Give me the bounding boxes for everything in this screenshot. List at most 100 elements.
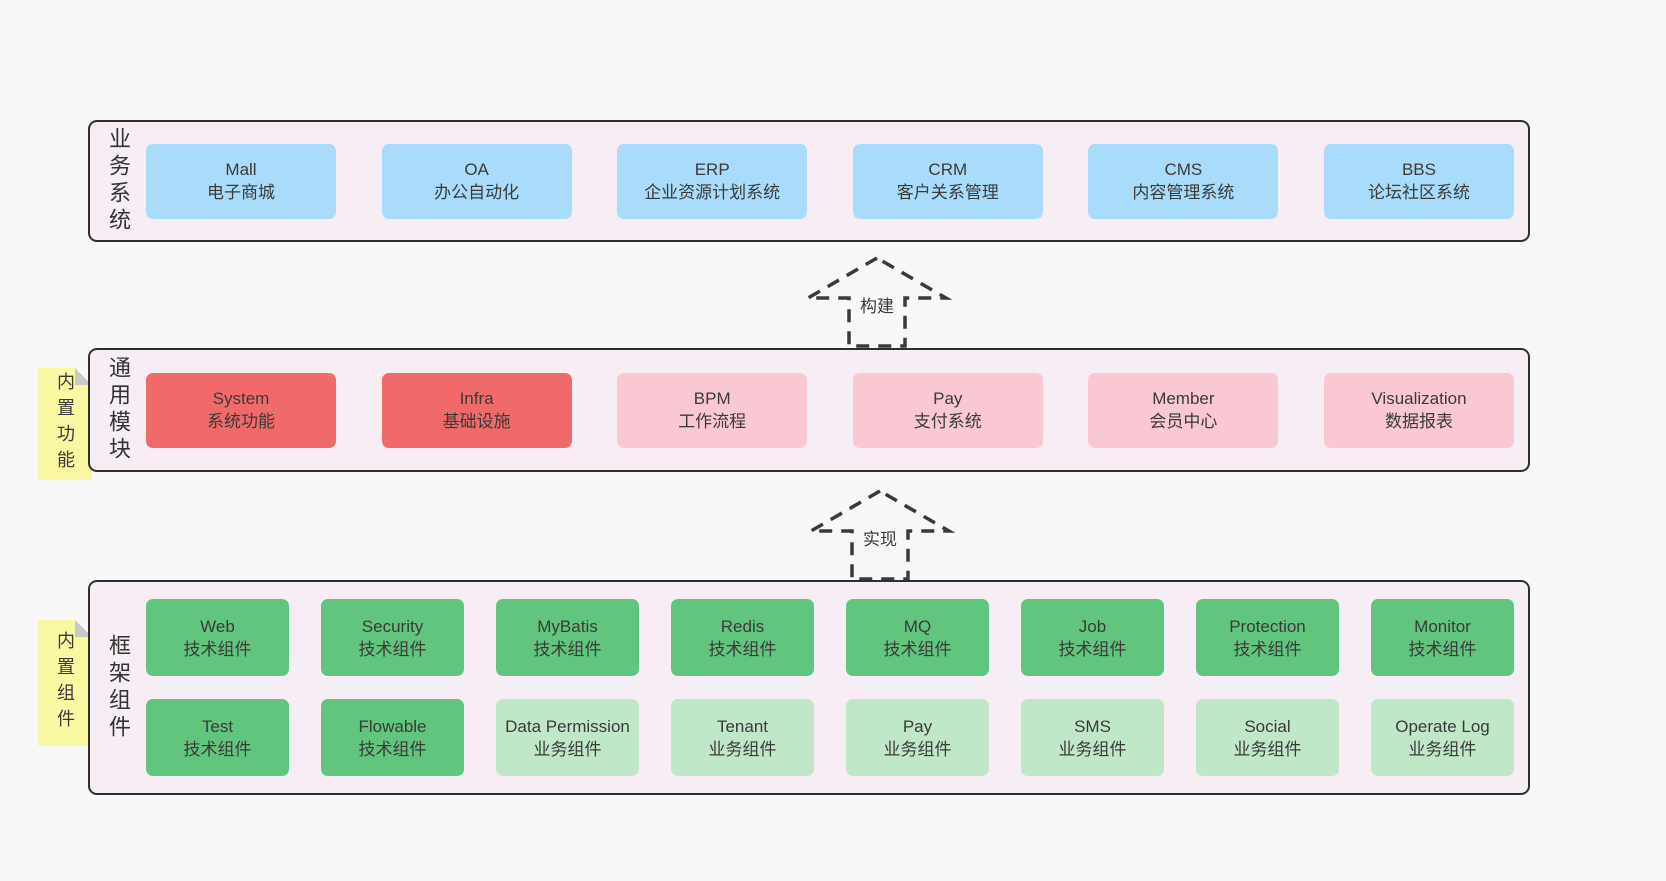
module-box-title: Flowable [358,716,427,736]
module-box-redis: Redis 技术组件 [671,599,814,676]
module-box-subtitle: 业务组件 [708,739,777,759]
module-box-subtitle: 技术组件 [1233,639,1302,659]
module-box-flowable: Flowable 技术组件 [321,699,464,776]
layer-box-rows: System 系统功能 Infra 基础设施 BPM 工作流程 Pay 支付系统 Member 会… [146,350,1528,470]
module-box-title: Pay [902,716,933,736]
module-box-title: Monitor [1414,616,1471,636]
module-box-subtitle: 论坛社区系统 [1367,183,1470,202]
module-box-member: Member 会员中心 [1088,372,1279,448]
module-box-job: Job 技术组件 [1021,599,1164,676]
layer-business-systems: 业务系统 Mall 电子商城 OA 办公自动化 ERP 企业资源计划系统 CRM 客户关系管理… [88,120,1530,242]
module-box-subtitle: 技术组件 [708,639,777,659]
module-box-cms: CMS 内容管理系统 [1088,143,1279,219]
module-box-subtitle: 基础设施 [442,412,511,431]
module-box-subtitle: 技术组件 [358,639,427,659]
module-box-subtitle: 业务组件 [533,739,602,759]
module-box-subtitle: 技术组件 [883,639,952,659]
module-box-test: Test 技术组件 [146,699,289,776]
module-box-subtitle: 会员中心 [1149,412,1218,431]
module-box-bpm: BPM 工作流程 [617,372,808,448]
module-box-title: Visualization [1371,389,1467,408]
module-box-subtitle: 技术组件 [1058,639,1127,659]
module-box-mq: MQ 技术组件 [846,599,989,676]
module-box-visualization: Visualization 数据报表 [1323,372,1514,448]
module-box-infra: Infra 基础设施 [381,372,572,448]
module-box-subtitle: 办公自动化 [434,183,520,202]
box-row: System 系统功能 Infra 基础设施 BPM 工作流程 Pay 支付系统 Member 会… [146,372,1514,448]
layer-label: 业务系统 [106,127,131,235]
module-box-title: MyBatis [537,616,598,636]
module-box-title: BPM [693,389,731,408]
module-box-subtitle: 技术组件 [183,639,252,659]
module-box-subtitle: 电子商城 [207,183,275,202]
module-box-subtitle: 企业资源计划系统 [644,183,781,202]
module-box-crm: CRM 客户关系管理 [852,143,1043,219]
module-box-web: Web 技术组件 [146,599,289,676]
module-box-security: Security 技术组件 [321,599,464,676]
module-box-subtitle: 技术组件 [183,739,252,759]
module-box-title: CMS [1164,160,1203,179]
module-box-subtitle: 数据报表 [1384,412,1453,431]
module-box-tenant: Tenant 业务组件 [671,699,814,776]
implement-arrow-label: 实现 [858,524,902,551]
module-box-mall: Mall 电子商城 [146,143,336,219]
box-row: Mall 电子商城 OA 办公自动化 ERP 企业资源计划系统 CRM 客户关系管理 CMS 内容… [146,143,1514,219]
module-box-title: Test [201,716,234,736]
module-box-subtitle: 系统功能 [207,412,275,431]
builtin-components-note: 内置组件 [38,620,92,746]
module-box-title: Member [1152,389,1215,408]
layer-label: 框架组件 [106,633,131,742]
module-box-title: Pay [933,389,963,408]
module-box-bbs: BBS 论坛社区系统 [1323,143,1514,219]
module-box-subtitle: 业务组件 [883,739,952,759]
module-box-monitor: Monitor 技术组件 [1371,599,1514,676]
module-box-title: Mall [225,160,257,179]
build-arrow-label: 构建 [855,291,899,318]
module-box-data-permission: Data Permission 业务组件 [496,699,639,776]
module-box-title: System [212,389,270,408]
module-box-title: Web [200,616,235,636]
module-box-subtitle: 工作流程 [678,412,747,431]
module-box-operate-log: Operate Log 业务组件 [1371,699,1514,776]
implement-arrow: 实现 [805,488,955,582]
module-box-title: Data Permission [505,716,630,736]
module-box-pay: Pay 业务组件 [846,699,989,776]
module-box-subtitle: 客户关系管理 [896,183,999,202]
module-box-system: System 系统功能 [146,372,336,448]
module-box-subtitle: 技术组件 [358,739,427,759]
module-box-pay: Pay 支付系统 [852,372,1043,448]
module-box-subtitle: 技术组件 [1408,639,1477,659]
module-box-title: Tenant [716,716,769,736]
module-box-title: Operate Log [1395,716,1490,736]
module-box-title: CRM [928,160,968,179]
module-box-title: BBS [1401,160,1436,179]
module-box-subtitle: 支付系统 [913,412,982,431]
builtin-components-note-label: 内置组件 [55,631,75,735]
module-box-subtitle: 业务组件 [1058,739,1127,759]
module-box-sms: SMS 业务组件 [1021,699,1164,776]
module-box-erp: ERP 企业资源计划系统 [617,143,808,219]
module-box-subtitle: 业务组件 [1408,739,1477,759]
module-box-title: Infra [459,389,494,408]
module-box-subtitle: 内容管理系统 [1132,183,1235,202]
module-box-title: Security [361,616,424,636]
module-box-oa: OA 办公自动化 [381,143,572,219]
module-box-title: Job [1078,616,1107,636]
module-box-title: SMS [1074,716,1111,736]
module-box-title: Redis [720,616,765,636]
builtin-features-note: 内置功能 [38,368,92,480]
module-box-title: MQ [903,616,932,636]
module-box-title: OA [464,160,489,179]
module-box-title: ERP [694,160,730,179]
module-box-subtitle: 业务组件 [1233,739,1302,759]
layer-box-rows: Mall 电子商城 OA 办公自动化 ERP 企业资源计划系统 CRM 客户关系管理 CMS 内容… [146,122,1528,240]
